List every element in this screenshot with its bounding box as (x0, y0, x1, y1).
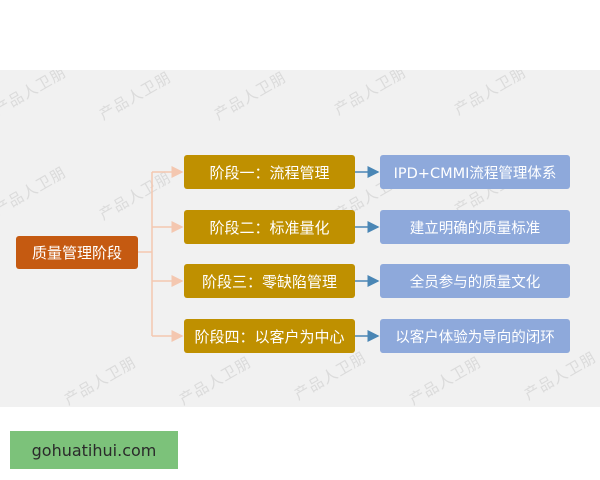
stage-label: 阶段一：流程管理 (209, 163, 330, 182)
stage-node-2: 阶段二：标准量化 (184, 210, 355, 244)
description-node-3: 全员参与的质量文化 (380, 264, 570, 298)
stage-label: 阶段四：以客户为中心 (194, 327, 345, 346)
description-node-2: 建立明确的质量标准 (380, 210, 570, 244)
root-node: 质量管理阶段 (16, 236, 138, 269)
source-label: gohuatihui.com (10, 431, 178, 469)
description-label: IPD+CMMI流程管理体系 (393, 165, 557, 182)
stage-node-3: 阶段三：零缺陷管理 (184, 264, 355, 298)
stage-node-4: 阶段四：以客户为中心 (184, 319, 355, 353)
description-node-4: 以客户体验为导向的闭环 (380, 319, 570, 353)
root-node-label: 质量管理阶段 (31, 244, 122, 262)
description-node-1: IPD+CMMI流程管理体系 (380, 155, 570, 189)
description-label: 建立明确的质量标准 (409, 220, 541, 237)
stage-label: 阶段三：零缺陷管理 (201, 272, 337, 291)
description-label: 全员参与的质量文化 (409, 274, 541, 291)
description-label: 以客户体验为导向的闭环 (395, 329, 555, 346)
source-text: gohuatihui.com (31, 440, 157, 460)
stage-node-1: 阶段一：流程管理 (184, 155, 355, 189)
stage-label: 阶段二：标准量化 (209, 218, 330, 237)
